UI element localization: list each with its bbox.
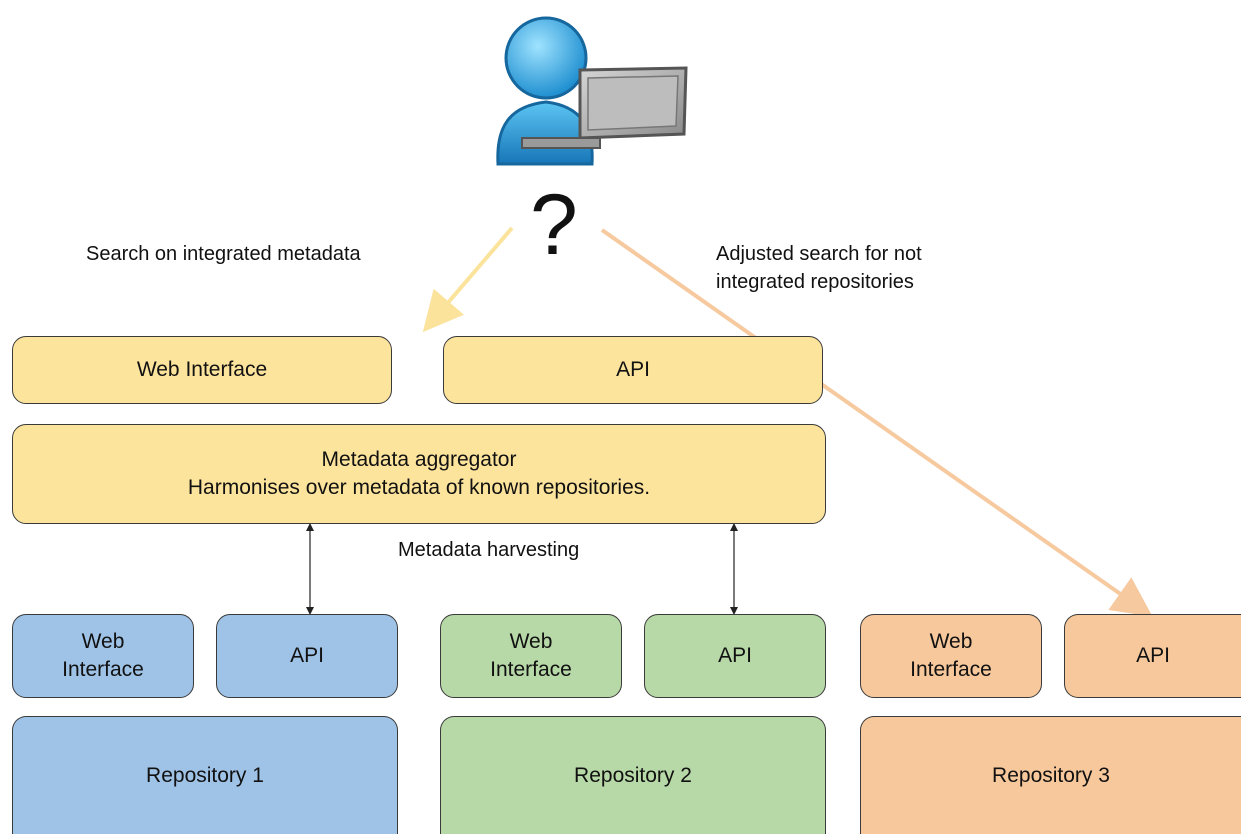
repo3-api-label: API <box>1136 644 1170 667</box>
user-with-laptop-icon <box>496 16 688 166</box>
repository-2-box: Repository 2 <box>440 716 826 834</box>
repo3-web-interface-label: Web Interface <box>910 630 992 681</box>
label-harvesting: Metadata harvesting <box>398 539 580 561</box>
label-adjusted-search: Adjusted search for not integrated repos… <box>716 243 922 293</box>
repository-2-label: Repository 2 <box>574 763 692 787</box>
repo3-api-box: API <box>1064 614 1241 698</box>
aggregator-web-interface-label: Web Interface <box>136 358 268 381</box>
repo1-api-box: API <box>216 614 398 698</box>
arrow-search-integrated <box>422 226 514 333</box>
aggregator-api-label: API <box>616 358 650 381</box>
arrow-adjusted-search <box>600 228 1153 617</box>
repo3-web-interface-box: Web Interface <box>860 614 1042 698</box>
label-search-integrated: Search on integrated metadata <box>86 243 361 265</box>
question-mark: ? <box>530 177 578 273</box>
repo1-web-interface-label: Web Interface <box>62 630 144 681</box>
repo1-web-interface-box: Web Interface <box>12 614 194 698</box>
repository-3-label: Repository 3 <box>992 763 1110 787</box>
repo2-api-label: API <box>718 644 752 667</box>
repo2-api-box: API <box>644 614 826 698</box>
aggregator-web-interface-box: Web Interface <box>12 336 392 404</box>
metadata-aggregator-box: Metadata aggregator Harmonises over meta… <box>12 424 826 524</box>
repo2-web-interface-box: Web Interface <box>440 614 622 698</box>
repo2-web-interface-label: Web Interface <box>490 630 572 681</box>
repository-1-box: Repository 1 <box>12 716 398 834</box>
repository-3-box: Repository 3 <box>860 716 1241 834</box>
aggregator-api-box: API <box>443 336 823 404</box>
repo1-api-label: API <box>290 644 324 667</box>
repository-1-label: Repository 1 <box>146 763 264 787</box>
metadata-aggregator-label: Metadata aggregator Harmonises over meta… <box>187 448 651 499</box>
